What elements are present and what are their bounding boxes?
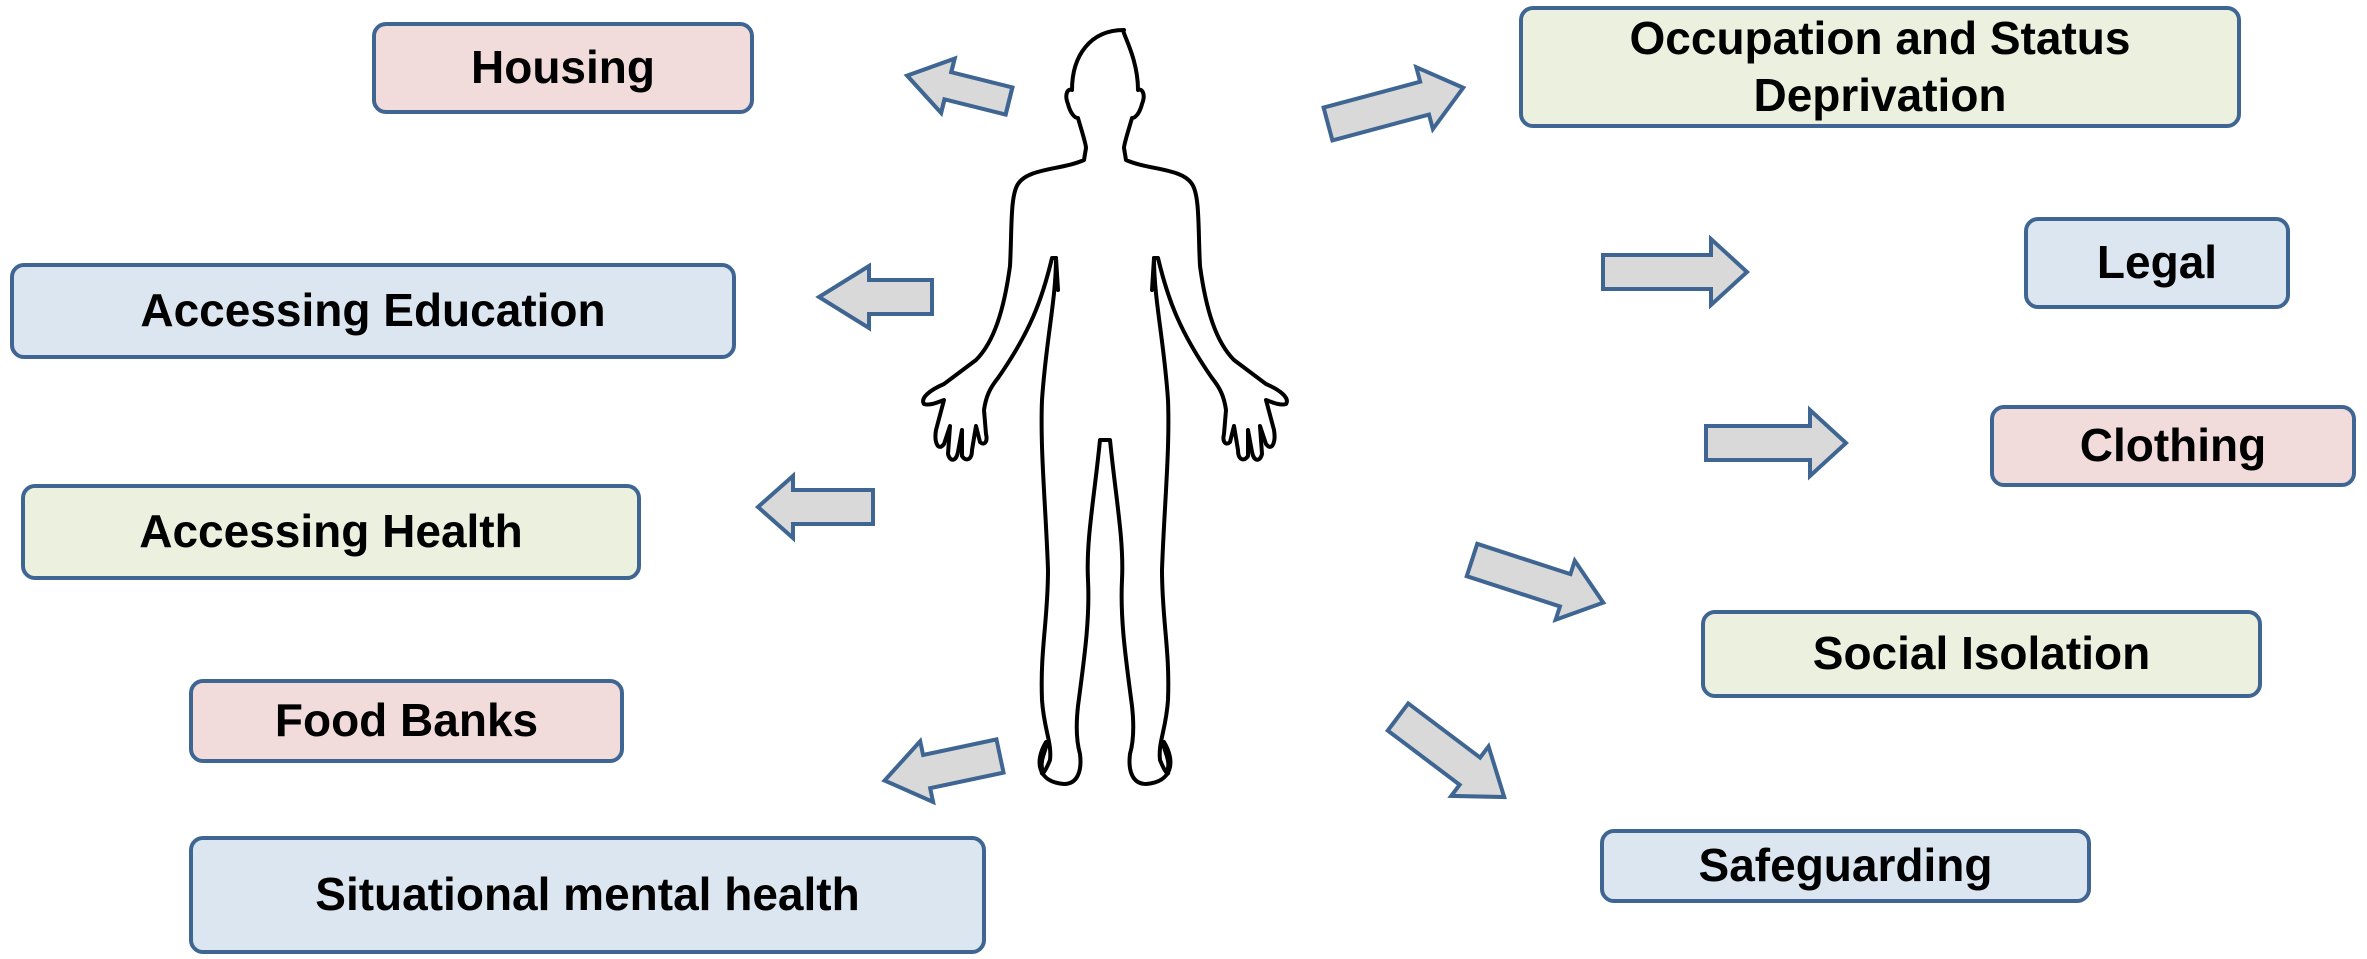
label-occupation-line1: Occupation and Status [1629,11,2131,64]
box-housing: Housing [372,22,754,114]
arrow-to-clothing-icon [1704,405,1849,481]
label-situational-mental-health: Situational mental health [315,868,860,921]
arrow-to-social-isolation-icon [1464,541,1607,624]
box-situational-mental-health: Situational mental health [189,836,986,954]
box-food-banks: Food Banks [189,679,624,763]
arrow-to-education-icon [815,262,934,332]
box-social-isolation: Social Isolation [1701,610,2262,698]
box-legal: Legal [2024,217,2290,309]
arrow-to-safeguarding-icon [1384,700,1507,800]
box-accessing-education: Accessing Education [10,263,736,359]
label-occupation-line2: Deprivation [1753,69,2007,121]
label-legal: Legal [2096,236,2218,289]
label-social-isolation: Social Isolation [1812,627,2151,680]
box-occupation-status-deprivation: Occupation and Status Deprivation [1519,6,2241,128]
label-clothing: Clothing [2079,419,2267,472]
label-safeguarding: Safeguarding [1698,839,1993,892]
arrow-to-health-icon [754,471,875,543]
label-housing: Housing [471,41,655,94]
box-safeguarding: Safeguarding [1600,829,2091,903]
label-accessing-health: Accessing Health [139,505,523,558]
arrow-to-legal-icon [1601,234,1750,310]
arrow-to-occupation-icon [1321,63,1467,143]
arrow-to-mental-health-icon [881,736,1006,806]
label-accessing-education: Accessing Education [140,284,606,337]
box-clothing: Clothing [1990,405,2356,487]
arrow-to-housing-icon [903,55,1015,118]
label-food-banks: Food Banks [274,694,539,747]
box-accessing-health: Accessing Health [21,484,641,580]
